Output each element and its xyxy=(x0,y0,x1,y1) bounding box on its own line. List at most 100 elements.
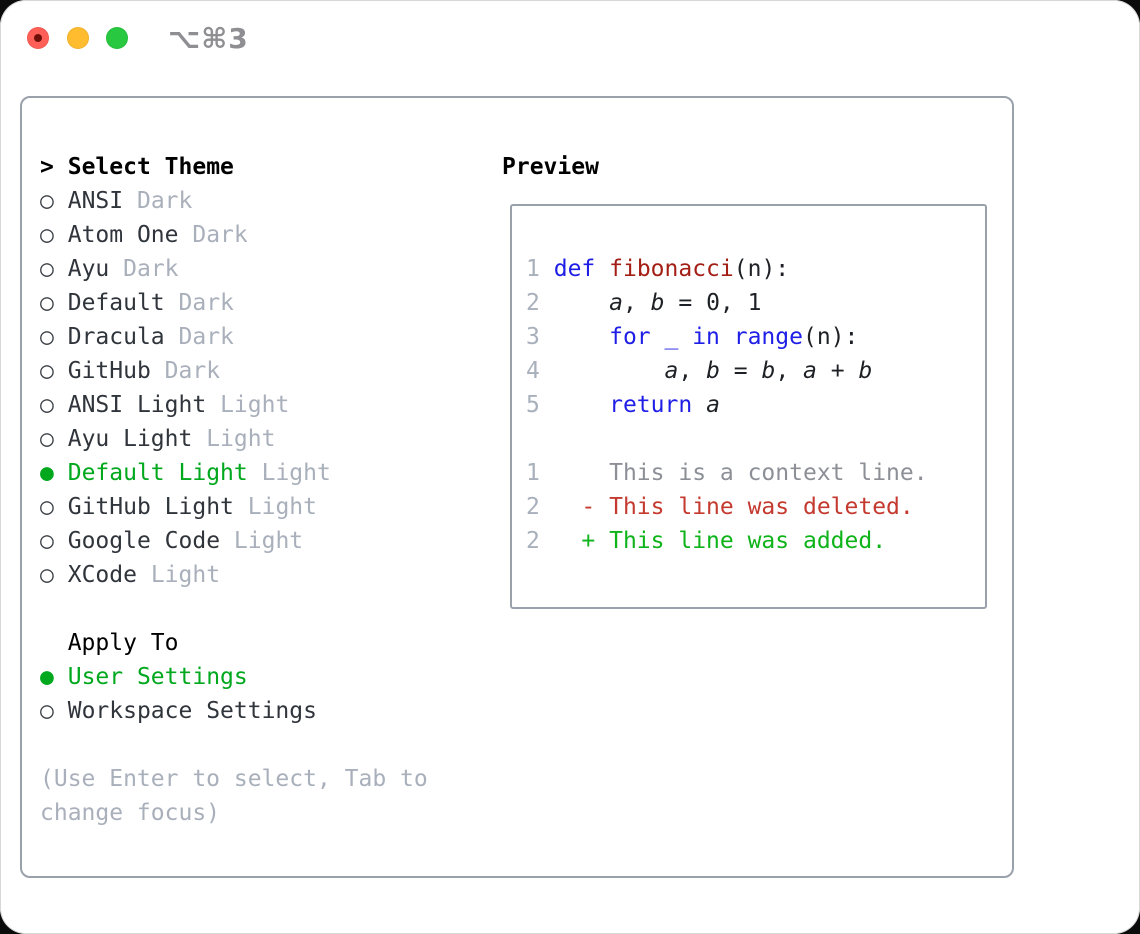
select-theme-title: Select Theme xyxy=(67,154,234,180)
theme-option[interactable]: ● Default Light Light xyxy=(40,456,428,490)
apply-to-list: ● User Settings○ Workspace Settings xyxy=(40,660,428,728)
preview-line: 2 a, b = 0, 1 xyxy=(526,286,985,320)
line-number: 3 xyxy=(526,324,540,350)
code-segment: fibonacci xyxy=(609,256,734,282)
theme-variant: Light xyxy=(150,562,221,588)
theme-list: ○ ANSI Dark○ Atom One Dark○ Ayu Dark○ De… xyxy=(40,184,428,592)
theme-variant: Light xyxy=(261,460,331,486)
theme-option[interactable]: ○ Ayu Light Light xyxy=(40,422,428,456)
code-segment: b xyxy=(650,290,665,316)
theme-name: Dracula xyxy=(67,324,165,350)
preview-heading: Preview xyxy=(502,154,599,180)
code-segment: = 0, 1 xyxy=(664,290,762,316)
code-segment: a xyxy=(803,358,817,384)
radio-icon: ○ xyxy=(40,562,54,588)
window-title: ⌥⌘3 xyxy=(168,22,249,55)
code-segment xyxy=(692,392,706,418)
theme-variant: Dark xyxy=(178,324,234,350)
code-segment: This is a context line. xyxy=(553,460,928,486)
line-number: 1 xyxy=(526,460,540,486)
code-segment: def xyxy=(553,256,596,282)
radio-icon: ○ xyxy=(40,188,54,214)
preview-line: 2 + This line was added. xyxy=(526,524,985,558)
preview-line: 1 def fibonacci(n): xyxy=(526,252,985,286)
minimize-button[interactable] xyxy=(67,27,89,49)
code-segment: (n): xyxy=(802,324,859,350)
preview-line: 2 - This line was deleted. xyxy=(526,490,985,524)
preview-line: 5 return a xyxy=(526,388,985,422)
main-panel: > Select Theme ○ ANSI Dark○ Atom One Dar… xyxy=(20,96,1014,878)
radio-icon: ○ xyxy=(40,324,54,350)
code-segment xyxy=(554,290,609,316)
preview-line: 1 This is a context line. xyxy=(526,456,985,490)
theme-name: Ayu Light xyxy=(67,426,193,452)
radio-icon: ● xyxy=(40,664,54,690)
line-number: 4 xyxy=(526,358,540,384)
theme-name: Default xyxy=(67,290,165,316)
code-segment: b xyxy=(761,358,776,384)
theme-variant: Dark xyxy=(164,358,221,384)
theme-variant: Light xyxy=(206,426,276,452)
theme-variant: Dark xyxy=(178,290,234,316)
radio-icon: ○ xyxy=(40,358,54,384)
theme-option[interactable]: ○ Dracula Dark xyxy=(40,320,428,354)
code-segment: = xyxy=(719,358,762,384)
code-segment: , xyxy=(775,358,804,384)
radio-icon: ○ xyxy=(40,222,54,248)
theme-option[interactable]: ○ ANSI Light Light xyxy=(40,388,428,422)
code-segment: b xyxy=(858,358,873,384)
radio-icon: ○ xyxy=(40,290,54,316)
close-dot-icon xyxy=(34,34,42,42)
theme-option[interactable]: ○ GitHub Light Light xyxy=(40,490,428,524)
line-number: 2 xyxy=(526,494,540,520)
theme-variant: Dark xyxy=(192,222,248,248)
code-segment: b xyxy=(706,358,720,384)
theme-variant: Light xyxy=(233,528,304,554)
theme-option[interactable]: ○ Atom One Dark xyxy=(40,218,428,252)
help-line-1: (Use Enter to select, Tab to xyxy=(40,766,428,792)
line-number: 2 xyxy=(526,528,540,554)
apply-option[interactable]: ○ Workspace Settings xyxy=(40,694,428,728)
code-segment: + xyxy=(816,358,859,384)
preview-line: 3 for _ in range(n): xyxy=(526,320,985,354)
radio-icon: ○ xyxy=(40,494,54,520)
preview-line: 4 a, b = b, a + b xyxy=(526,354,985,388)
theme-variant: Dark xyxy=(136,188,193,214)
theme-variant: Light xyxy=(220,392,290,418)
theme-option[interactable]: ○ ANSI Dark xyxy=(40,184,428,218)
apply-label: User Settings xyxy=(67,664,248,690)
code-segment xyxy=(554,358,665,384)
radio-icon: ○ xyxy=(40,698,54,724)
close-button[interactable] xyxy=(27,27,49,49)
theme-option[interactable]: ○ Ayu Dark xyxy=(40,252,428,286)
radio-icon: ○ xyxy=(40,392,54,418)
theme-option[interactable]: ○ Default Dark xyxy=(40,286,428,320)
code-segment: a xyxy=(664,358,679,384)
code-segment: - This line was deleted. xyxy=(553,494,914,520)
spacer xyxy=(40,728,428,762)
code-segment: a xyxy=(609,290,623,316)
zoom-button[interactable] xyxy=(106,27,128,49)
theme-option[interactable]: ○ XCode Light xyxy=(40,558,428,592)
apply-to-header: Apply To xyxy=(67,630,179,656)
apply-option[interactable]: ● User Settings xyxy=(40,660,428,694)
help-text: (Use Enter to select, Tab to change focu… xyxy=(40,762,428,830)
code-segment: (n): xyxy=(733,256,790,282)
theme-selector-column: > Select Theme ○ ANSI Dark○ Atom One Dar… xyxy=(40,150,428,830)
code-segment xyxy=(554,324,609,350)
theme-variant: Light xyxy=(247,494,317,520)
theme-name: Ayu xyxy=(67,256,110,282)
theme-name: GitHub Light xyxy=(67,494,234,520)
theme-name: Atom One xyxy=(67,222,179,248)
line-number: 2 xyxy=(526,290,540,316)
theme-name: GitHub xyxy=(67,358,151,384)
apply-label: Workspace Settings xyxy=(67,698,317,724)
theme-option[interactable]: ○ Google Code Light xyxy=(40,524,428,558)
radio-icon: ● xyxy=(40,460,54,486)
preview-line xyxy=(526,422,985,456)
theme-option[interactable]: ○ GitHub Dark xyxy=(40,354,428,388)
code-segment: a xyxy=(706,392,720,418)
